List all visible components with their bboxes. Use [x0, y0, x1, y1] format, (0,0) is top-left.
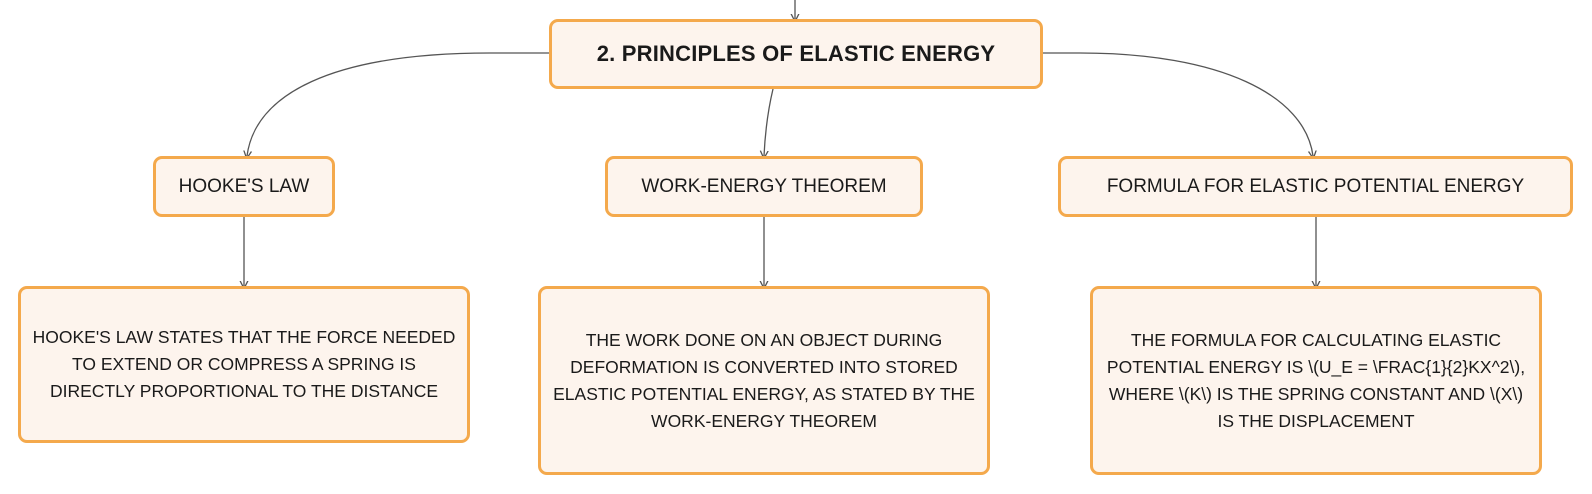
detail-node-formula-elastic-energy[interactable]: THE FORMULA FOR CALCULATING ELASTIC POTE…	[1090, 286, 1542, 475]
branch-node-label: WORK-ENERGY THEOREM	[641, 175, 887, 197]
root-node[interactable]: 2. PRINCIPLES OF ELASTIC ENERGY	[549, 19, 1043, 89]
detail-node-hookes-law[interactable]: HOOKE'S LAW STATES THAT THE FORCE NEEDED…	[18, 286, 470, 443]
branch-node-label: HOOKE'S LAW	[178, 175, 310, 197]
branch-node-work-energy-theorem[interactable]: WORK-ENERGY THEOREM	[605, 156, 923, 217]
detail-node-text: THE WORK DONE ON AN OBJECT DURING DEFORM…	[553, 329, 975, 431]
connector-root-to-formula	[1043, 52, 1313, 156]
detail-node-text: HOOKE'S LAW STATES THAT THE FORCE NEEDED…	[32, 327, 456, 401]
connector-root-to-hookes-law	[247, 52, 549, 156]
detail-node-work-energy-theorem[interactable]: THE WORK DONE ON AN OBJECT DURING DEFORM…	[538, 286, 990, 475]
root-node-label: 2. PRINCIPLES OF ELASTIC ENERGY	[596, 41, 996, 66]
connector-root-to-work-energy	[764, 88, 774, 156]
branch-node-hookes-law[interactable]: HOOKE'S LAW	[153, 156, 335, 217]
branch-node-formula-elastic-energy[interactable]: FORMULA FOR ELASTIC POTENTIAL ENERGY	[1058, 156, 1573, 217]
branch-node-label: FORMULA FOR ELASTIC POTENTIAL ENERGY	[1106, 175, 1525, 197]
detail-node-text: THE FORMULA FOR CALCULATING ELASTIC POTE…	[1106, 329, 1526, 431]
